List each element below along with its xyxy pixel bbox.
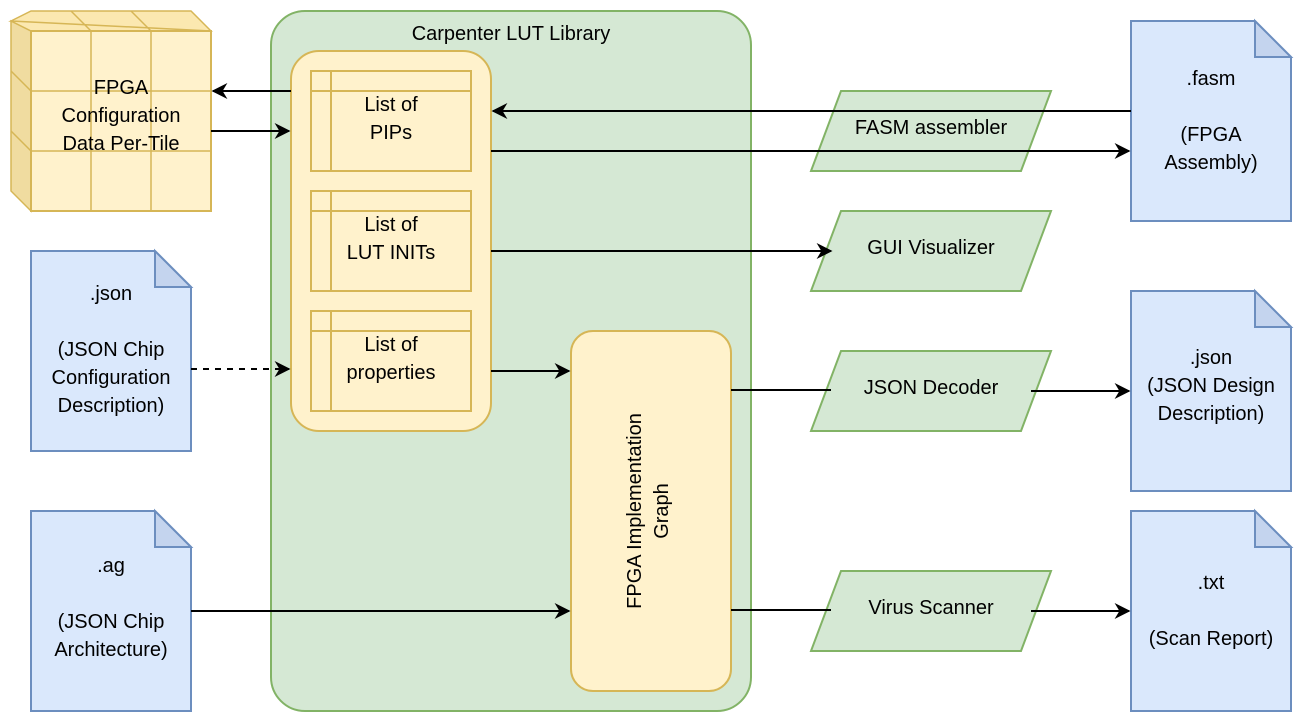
implementation-graph-label: FPGA Implementation Graph (624, 413, 673, 609)
list-box-pips (310, 70, 472, 172)
doc-chip-arch (30, 508, 194, 712)
list-box-lut-inits (310, 190, 472, 292)
tool-json-decoder (809, 350, 1053, 432)
tool-virus-scanner (809, 570, 1053, 652)
list-box-properties (310, 310, 472, 412)
doc-fasm (1130, 18, 1294, 222)
implementation-graph-box (570, 330, 732, 692)
doc-chip-config (30, 248, 194, 452)
tool-fasm-assembler (809, 90, 1053, 172)
doc-scan-report (1130, 508, 1294, 712)
config-data-cube (8, 10, 213, 213)
tool-gui-visualizer (809, 210, 1053, 292)
doc-design-json (1130, 288, 1294, 492)
